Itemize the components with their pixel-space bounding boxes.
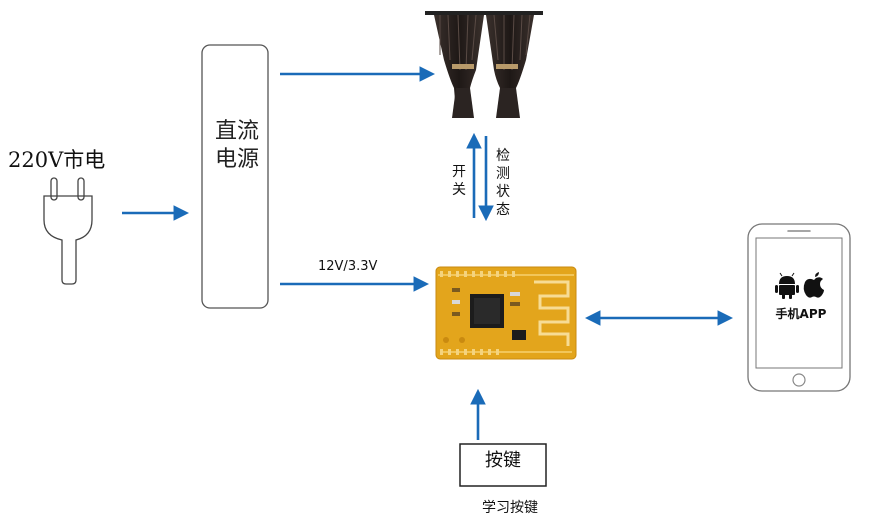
arrows (122, 66, 734, 440)
detect-status-label: 检测状态 (496, 148, 510, 218)
phone-icon (747, 223, 851, 392)
apple-icon (803, 272, 824, 298)
switch-label: 开关 (452, 164, 466, 198)
learn-button-caption: 学习按键 (482, 500, 538, 516)
power-label: 220V市电 (8, 148, 106, 172)
button-label: 按键 (485, 450, 521, 471)
voltage-label: 12V/3.3V (318, 259, 378, 274)
psu-label: 直流电源 (214, 119, 259, 172)
psu-box (201, 44, 269, 309)
wifi-module-icon (435, 266, 577, 360)
curtain-icon (425, 11, 543, 118)
android-icon (775, 272, 799, 299)
phone-app-label: 手机APP (775, 307, 827, 321)
plug-icon (43, 177, 93, 285)
button-box (459, 443, 547, 487)
